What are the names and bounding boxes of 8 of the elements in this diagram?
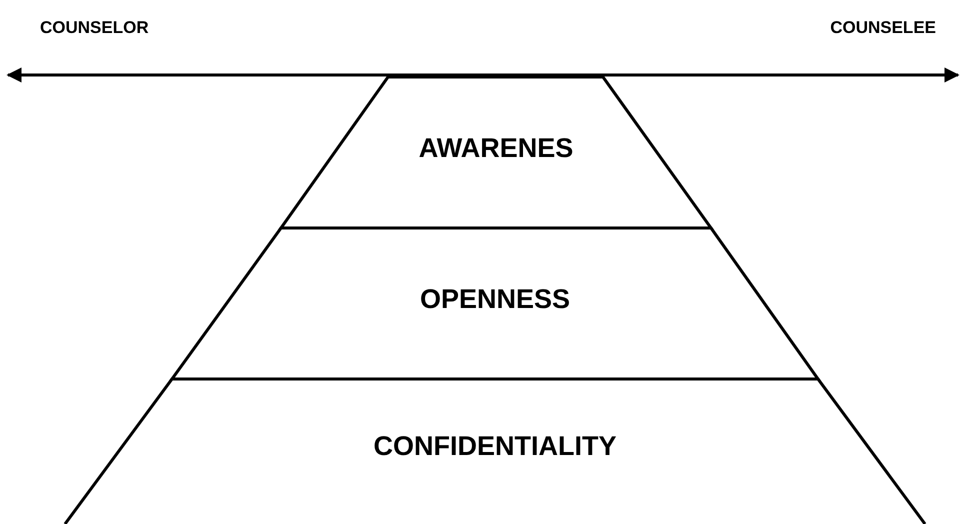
level-label: OPENNESS xyxy=(420,284,570,315)
pyramid-level xyxy=(281,77,711,228)
pyramid-level xyxy=(172,228,818,379)
pyramid-level xyxy=(65,379,925,524)
side-label: COUNSELEE xyxy=(830,18,936,38)
level-label: CONFIDENTIALITY xyxy=(374,431,616,462)
side-label: COUNSELOR xyxy=(40,18,149,38)
level-label: AWARENES xyxy=(418,133,574,164)
